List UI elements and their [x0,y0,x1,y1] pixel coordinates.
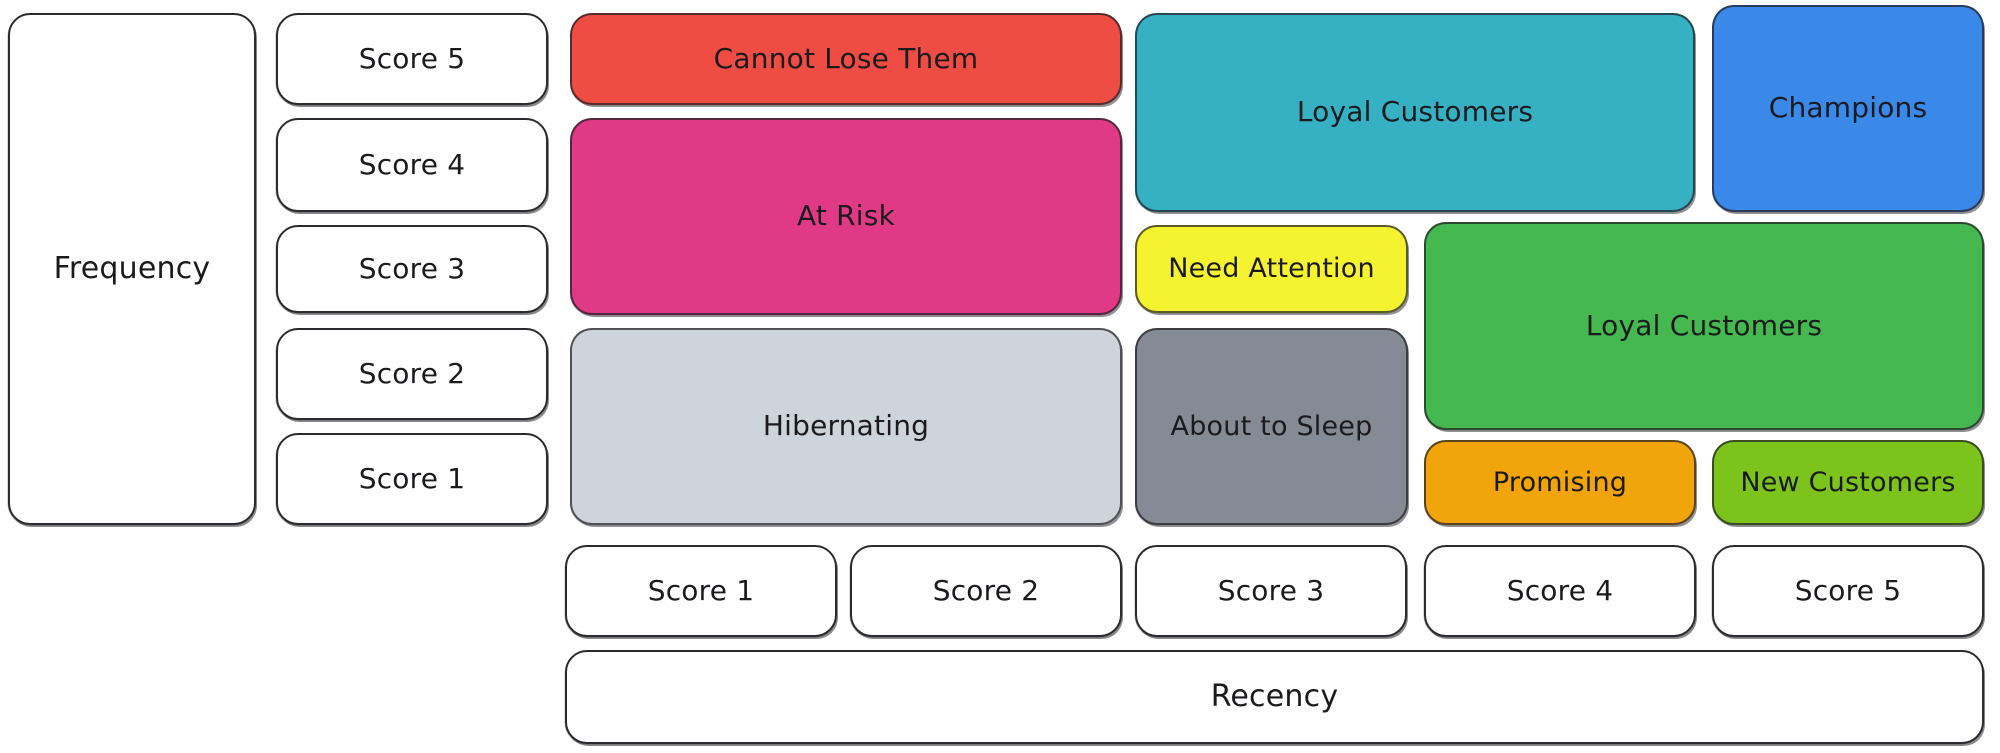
frequency-axis-label: Frequency [8,13,256,525]
segment-new-customers-label: New Customers [1740,466,1956,498]
recency-axis-label: Recency [565,650,1984,744]
segment-loyal-customers-teal-label: Loyal Customers [1296,95,1534,129]
segment-about-to-sleep[interactable]: About to Sleep [1135,328,1408,525]
recency-score-1[interactable]: Score 1 [565,545,837,637]
segment-at-risk-label: At Risk [797,199,895,233]
segment-need-attention[interactable]: Need Attention [1135,225,1408,313]
recency-score-4-label: Score 4 [1506,573,1614,607]
frequency-score-4[interactable]: Score 4 [276,118,548,212]
recency-score-3-label: Score 3 [1217,573,1325,607]
segment-loyal-customers-green[interactable]: Loyal Customers [1424,222,1984,430]
segment-loyal-customers-teal[interactable]: Loyal Customers [1135,13,1695,212]
segment-new-customers[interactable]: New Customers [1712,440,1984,525]
segment-hibernating[interactable]: Hibernating [570,328,1122,525]
frequency-score-5[interactable]: Score 5 [276,13,548,105]
segment-loyal-customers-green-label: Loyal Customers [1585,308,1823,342]
segment-promising-label: Promising [1492,466,1628,498]
recency-score-1-label: Score 1 [647,573,755,607]
frequency-score-5-label: Score 5 [358,41,466,75]
segment-cannot-lose-them-label: Cannot Lose Them [713,41,979,75]
recency-score-2-label: Score 2 [932,573,1040,607]
segment-promising[interactable]: Promising [1424,440,1696,525]
recency-score-3[interactable]: Score 3 [1135,545,1407,637]
frequency-score-3-label: Score 3 [358,251,466,285]
frequency-score-2[interactable]: Score 2 [276,328,548,420]
recency-axis-text: Recency [1210,678,1339,714]
frequency-score-3[interactable]: Score 3 [276,225,548,313]
frequency-score-2-label: Score 2 [358,356,466,390]
recency-score-2[interactable]: Score 2 [850,545,1122,637]
frequency-score-1[interactable]: Score 1 [276,433,548,525]
segment-champions[interactable]: Champions [1712,5,1984,212]
segment-need-attention-label: Need Attention [1168,253,1375,285]
segment-about-to-sleep-label: About to Sleep [1170,410,1373,442]
segment-at-risk[interactable]: At Risk [570,118,1122,315]
segment-champions-label: Champions [1768,91,1928,125]
segment-hibernating-label: Hibernating [762,409,930,443]
frequency-axis-text: Frequency [53,250,211,286]
recency-score-5[interactable]: Score 5 [1712,545,1984,637]
frequency-score-1-label: Score 1 [358,461,466,495]
segment-cannot-lose-them[interactable]: Cannot Lose Them [570,13,1122,105]
recency-score-5-label: Score 5 [1794,573,1902,607]
frequency-score-4-label: Score 4 [358,147,466,181]
recency-score-4[interactable]: Score 4 [1424,545,1696,637]
